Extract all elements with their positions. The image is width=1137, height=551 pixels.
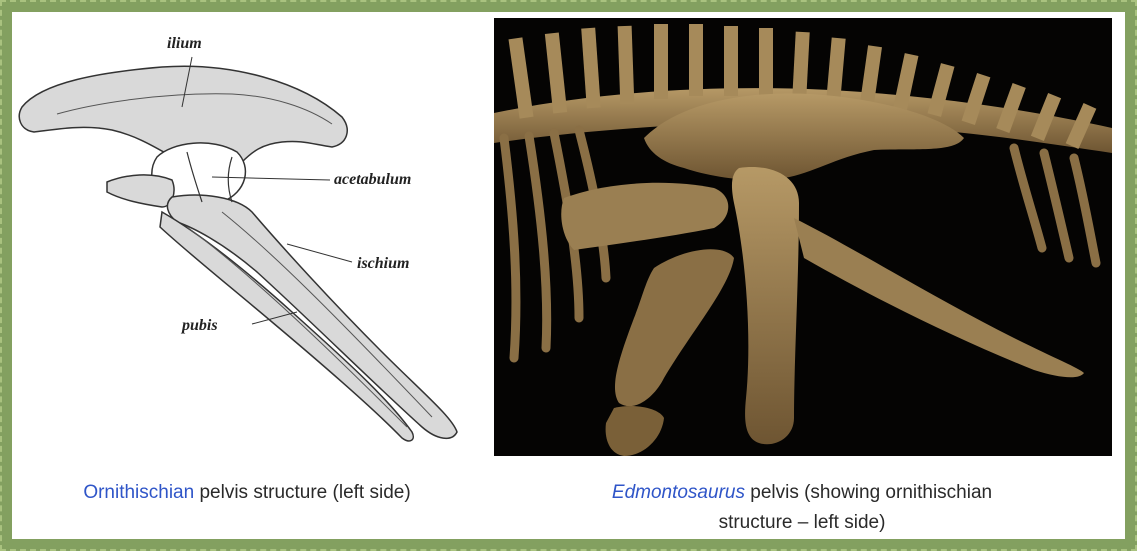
fossil-illustration [494,18,1112,456]
left-caption-text: pelvis structure (left side) [194,482,410,503]
pelvis-diagram-svg: ilium acetabulum ischium pubis [12,12,482,462]
pubis-label: pubis [180,317,218,334]
femur-fossil [732,167,799,444]
foot-fossil [606,406,664,456]
ilium-label: ilium [167,35,202,52]
ischium-leader [287,244,352,262]
prepubis-bone [107,175,174,207]
figure-panel: ilium acetabulum ischium pubis [12,12,1125,539]
left-caption: Ornithischian pelvis structure (left sid… [12,478,482,508]
prepubis-fossil [561,183,728,250]
right-caption: Edmontosaurus pelvis (showing ornithisch… [482,478,1122,538]
pelvis-diagram: ilium acetabulum ischium pubis [12,12,482,462]
right-caption-text: pelvis (showing ornithischian [745,482,992,503]
ischium-label: ischium [357,255,409,272]
edmontosaurus-link[interactable]: Edmontosaurus [612,482,745,503]
edmontosaurus-photo [494,18,1112,456]
tibia-fossil [615,249,734,406]
acetabulum-label: acetabulum [334,171,411,188]
right-caption-line2: structure – left side) [719,512,886,533]
ornithischian-link[interactable]: Ornithischian [83,482,194,503]
